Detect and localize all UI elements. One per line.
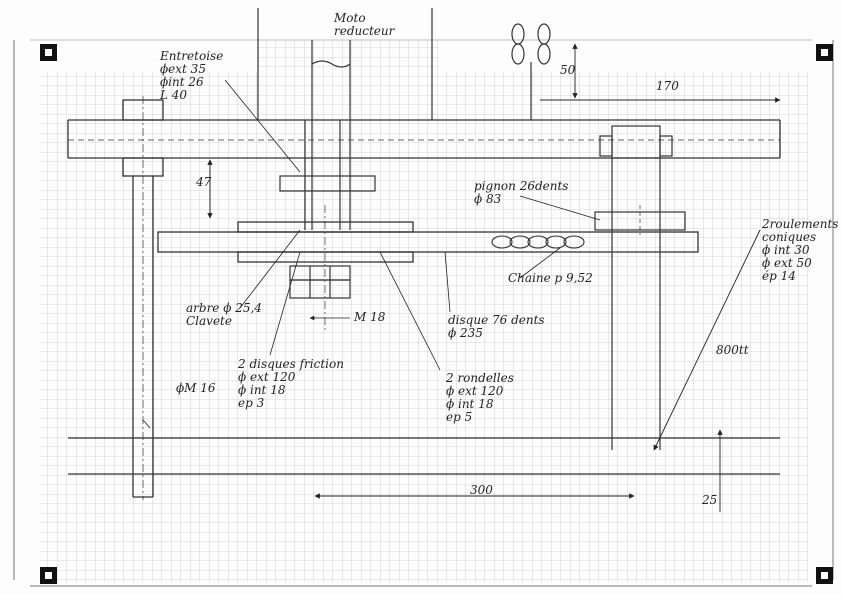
chain [491, 235, 585, 249]
label-m16: ϕM 16 [176, 381, 216, 395]
label-m18: M 18 [354, 310, 386, 324]
disc-assembly [157, 205, 699, 330]
label-entretoise: Entretoise ϕext 35 ϕint 26 L 40 [160, 49, 224, 102]
corner-marker-top-right [816, 44, 833, 61]
motor-reducer [257, 8, 433, 230]
label-dim-800: 800tt [716, 343, 749, 357]
label-arbre: arbre ϕ 25,4 Clavete [186, 301, 262, 328]
bolt-m16 [122, 96, 164, 500]
corner-marker-bottom-right [816, 567, 833, 584]
label-rondelles: 2 rondelles ϕ ext 120 ϕ int 18 ep 5 [446, 371, 514, 424]
label-disques-friction: 2 disques friction ϕ ext 120 ϕ int 18 ep… [238, 357, 344, 410]
dimension-lines [207, 43, 781, 512]
label-moto-reducteur: Moto reducteur [334, 11, 395, 38]
drive-chain-top [511, 23, 551, 120]
label-dim-300: 300 [470, 483, 493, 497]
label-roulements: 2roulements coniques ϕ int 30 ϕ ext 50 é… [762, 217, 839, 283]
label-dim-25: 25 [702, 493, 718, 507]
leader-lines [142, 79, 601, 429]
corner-marker-top-left [40, 44, 57, 61]
label-chaine: Chaine p 9,52 [508, 271, 593, 285]
label-dim-vertical: 47 [196, 175, 212, 189]
top-frame-beam [67, 119, 781, 159]
label-dim-50: 50 [560, 63, 576, 77]
spacer-tube [279, 120, 376, 230]
grid-paper-top [258, 40, 438, 72]
label-disque: disque 76 dents ϕ 235 [448, 313, 545, 340]
corner-marker-bottom-left [40, 567, 57, 584]
pinion [594, 205, 686, 235]
label-dim-170: 170 [656, 79, 679, 93]
label-pignon: pignon 26dents ϕ 83 [474, 179, 569, 206]
bearing-housing [599, 125, 673, 450]
grid-paper [40, 72, 808, 582]
base-frame [68, 437, 780, 475]
nut-m18 [289, 265, 351, 299]
